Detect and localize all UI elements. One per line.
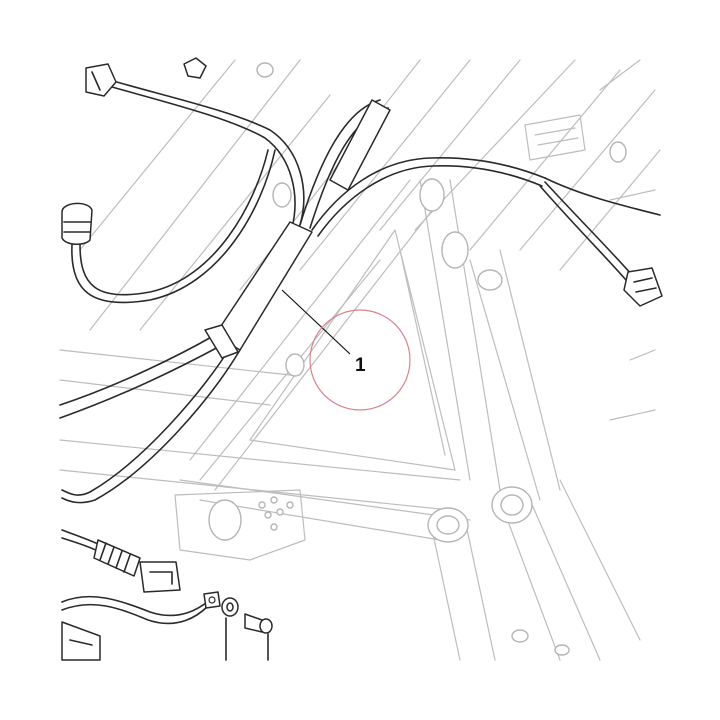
cable-ground bbox=[61, 595, 211, 617]
cable-coil bbox=[61, 529, 101, 546]
cable-left-loop bbox=[71, 149, 276, 304]
bottom-bracket bbox=[61, 621, 101, 661]
cable-lower-long bbox=[61, 349, 241, 504]
connector-top-left bbox=[85, 63, 117, 97]
clip-top bbox=[183, 57, 207, 79]
connector-right bbox=[623, 267, 663, 307]
connector-left bbox=[61, 202, 93, 245]
callout-1: 1 bbox=[281, 289, 411, 411]
plug-end bbox=[139, 561, 181, 593]
bolt bbox=[244, 613, 263, 633]
highlight-circle bbox=[309, 309, 411, 411]
cable-right bbox=[311, 156, 546, 231]
sheath-main bbox=[214, 221, 313, 351]
cable-top-left bbox=[109, 79, 305, 226]
sheath-upper bbox=[329, 99, 391, 191]
coil-connector bbox=[93, 539, 141, 577]
frame-structure bbox=[59, 59, 661, 661]
cable-lower-left bbox=[59, 334, 216, 406]
callout-label: 1 bbox=[355, 355, 366, 376]
sheath-ring bbox=[204, 324, 239, 359]
callout-leader bbox=[281, 289, 351, 355]
wiring-harness bbox=[59, 57, 663, 661]
